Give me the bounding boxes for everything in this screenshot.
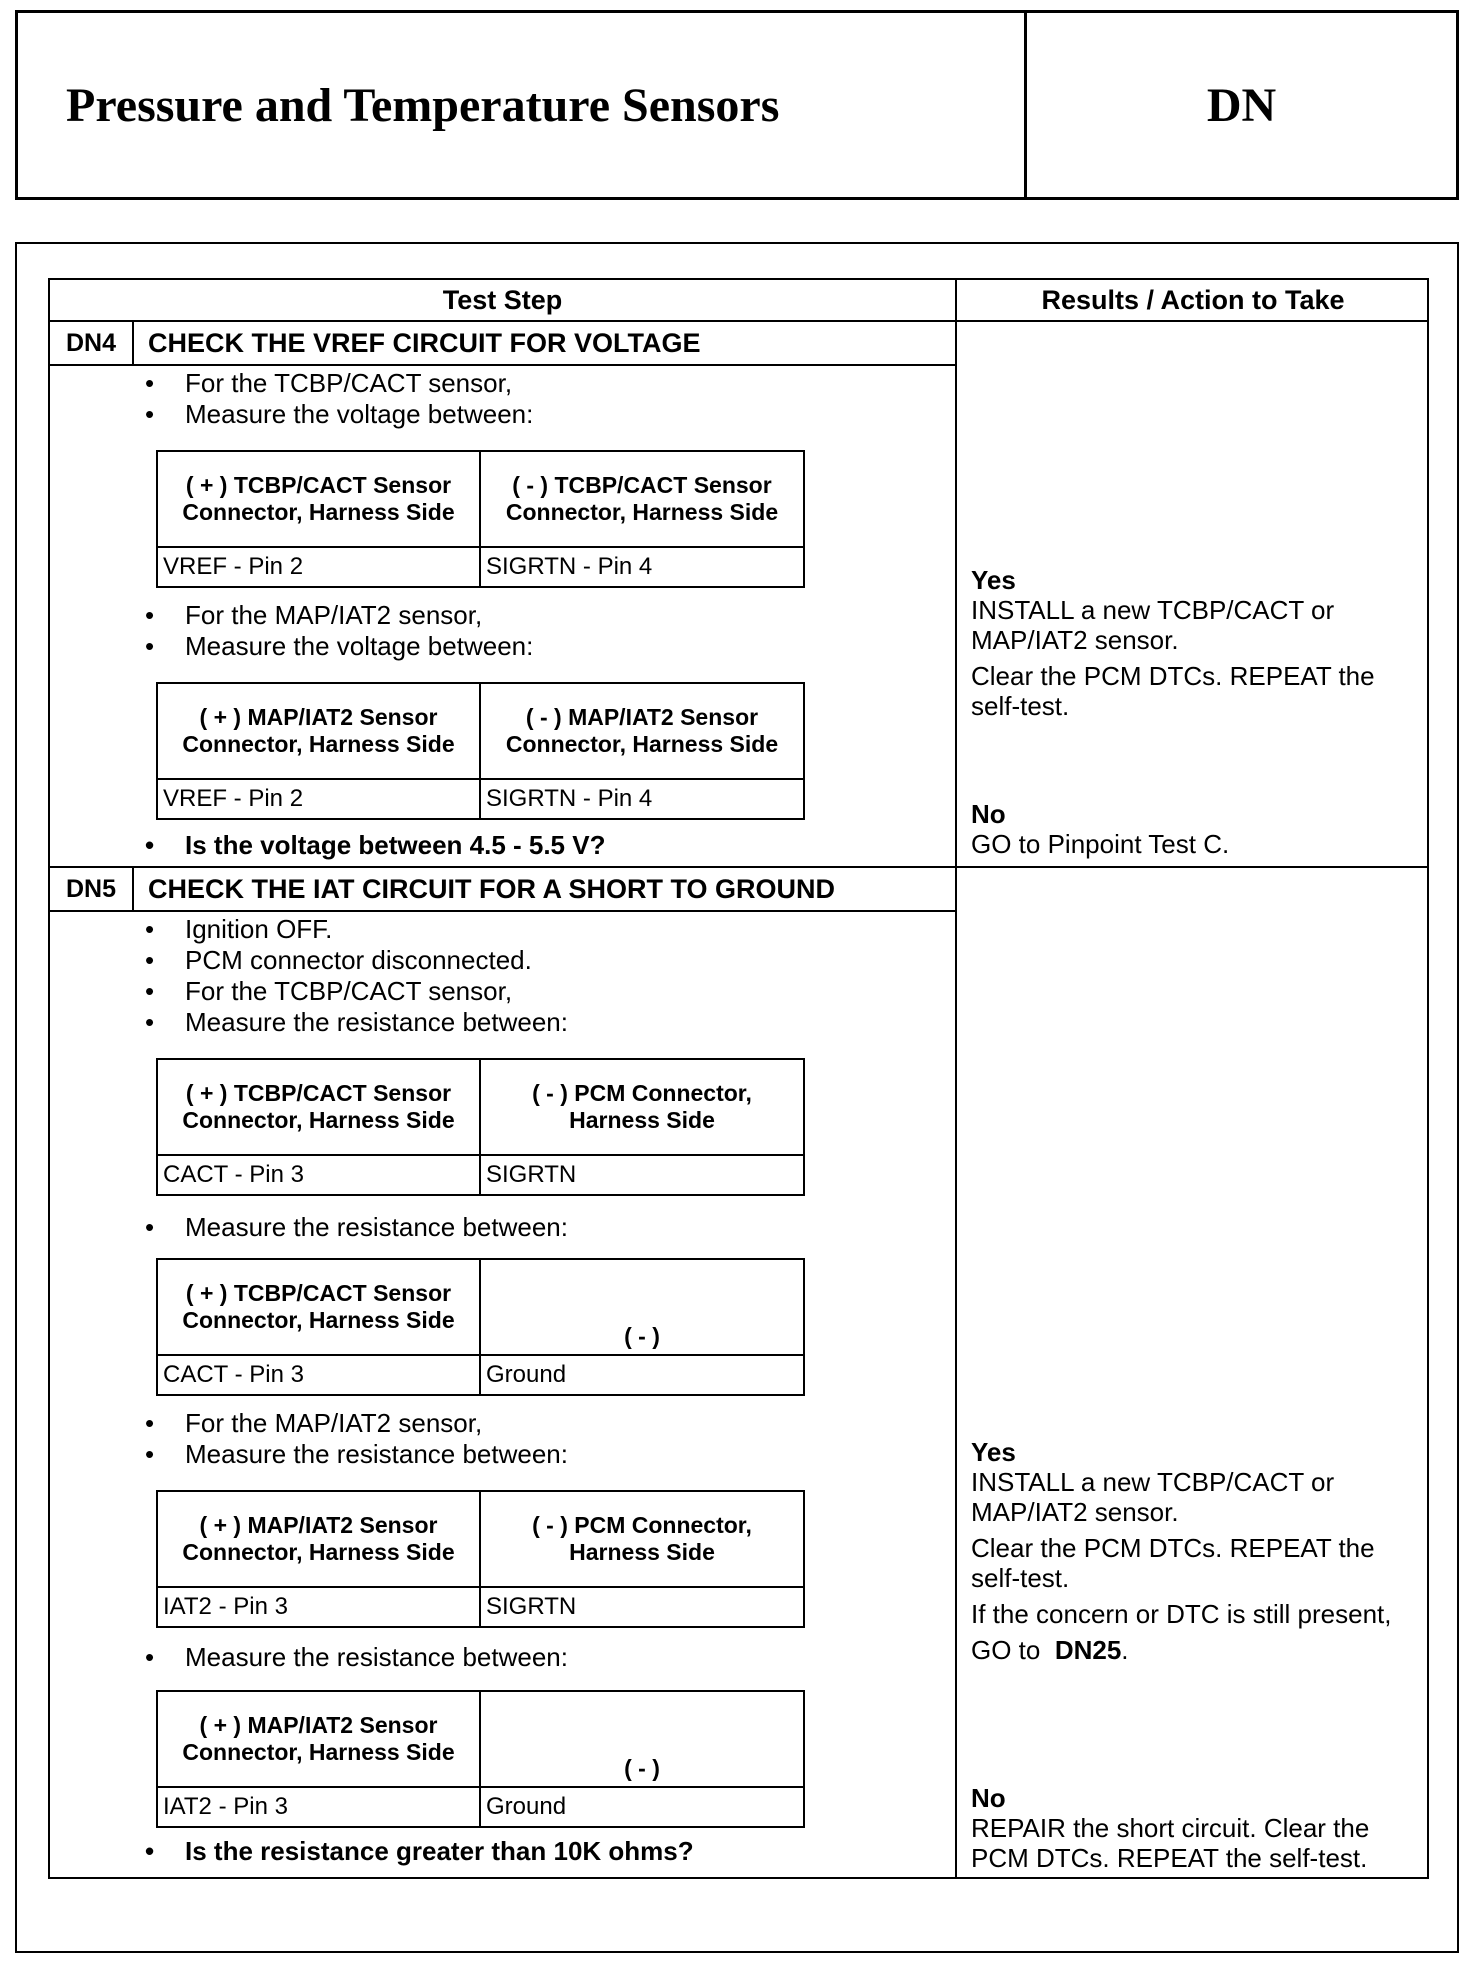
list-item: Measure the resistance between: xyxy=(145,1439,568,1470)
table-cell: VREF - Pin 2 xyxy=(156,778,481,820)
table-header-positive: ( + ) MAP/IAT2 Sensor Connector, Harness… xyxy=(156,1490,481,1588)
header-divider xyxy=(50,320,1427,322)
dn5-measure-table-tcbp-pcm: ( + ) TCBP/CACT Sensor Connector, Harnes… xyxy=(156,1058,805,1196)
list-item: Measure the resistance between: xyxy=(145,1212,568,1243)
list-item: Measure the voltage between: xyxy=(145,631,533,662)
dn4-results-no: No GO to Pinpoint Test C. xyxy=(971,799,1421,865)
table-header-positive: ( + ) TCBP/CACT Sensor Connector, Harnes… xyxy=(156,450,481,548)
yes-action: Clear the PCM DTCs. REPEAT the self-test… xyxy=(971,661,1375,721)
table-cell: VREF - Pin 2 xyxy=(156,546,481,588)
dn5-measure-table-tcbp-ground: ( + ) TCBP/CACT Sensor Connector, Harnes… xyxy=(156,1258,805,1396)
goto-suffix: . xyxy=(1121,1635,1129,1665)
content-frame xyxy=(15,242,1459,1953)
yes-label: Yes xyxy=(971,565,1016,595)
table-cell: CACT - Pin 3 xyxy=(156,1154,481,1196)
list-item: For the TCBP/CACT sensor, xyxy=(145,368,533,399)
yes-action: Clear the PCM DTCs. REPEAT the self-test… xyxy=(971,1533,1375,1593)
dn4-instructions-a: For the TCBP/CACT sensor, Measure the vo… xyxy=(145,368,533,430)
table-cell: SIGRTN xyxy=(479,1154,805,1196)
table-header-negative: ( - ) PCM Connector, Harness Side xyxy=(479,1058,805,1156)
question-text: Is the voltage between 4.5 - 5.5 V? xyxy=(145,830,605,861)
step-id-dn4: DN4 xyxy=(50,322,134,364)
dn5-instructions-a: Ignition OFF. PCM connector disconnected… xyxy=(145,914,568,1038)
list-item: Ignition OFF. xyxy=(145,914,568,945)
step-title-dn4: CHECK THE VREF CIRCUIT FOR VOLTAGE xyxy=(148,327,701,358)
dn4-measure-table-tcbp: ( + ) TCBP/CACT Sensor Connector, Harnes… xyxy=(156,450,805,588)
list-item: Measure the resistance between: xyxy=(145,1007,568,1038)
dn5-instructions-d: Measure the resistance between: xyxy=(145,1642,568,1673)
dn4-question: Is the voltage between 4.5 - 5.5 V? xyxy=(145,830,605,861)
table-header-negative: ( - ) xyxy=(479,1258,805,1356)
step-divider xyxy=(50,866,1427,868)
list-item: For the TCBP/CACT sensor, xyxy=(145,976,568,1007)
dn5-measure-table-map-pcm: ( + ) MAP/IAT2 Sensor Connector, Harness… xyxy=(156,1490,805,1628)
yes-goto: GO to DN25. xyxy=(971,1635,1421,1665)
table-cell: SIGRTN - Pin 4 xyxy=(479,546,805,588)
dn5-results-no: No REPAIR the short circuit. Clear the P… xyxy=(971,1783,1421,1879)
step-title-divider xyxy=(50,364,955,366)
dn4-results: Yes INSTALL a new TCBP/CACT or MAP/IAT2 … xyxy=(971,565,1421,727)
dn5-question: Is the resistance greater than 10K ohms? xyxy=(145,1836,694,1867)
dn5-instructions-b: Measure the resistance between: xyxy=(145,1212,568,1243)
dn5-instructions-c: For the MAP/IAT2 sensor, Measure the res… xyxy=(145,1408,568,1470)
table-header-negative: ( - ) xyxy=(479,1690,805,1788)
table-cell: SIGRTN xyxy=(479,1586,805,1628)
table-header-negative: ( - ) PCM Connector, Harness Side xyxy=(479,1490,805,1588)
table-cell: Ground xyxy=(479,1786,805,1828)
no-label: No xyxy=(971,799,1006,829)
list-item: For the MAP/IAT2 sensor, xyxy=(145,1408,568,1439)
table-header-negative: ( - ) TCBP/CACT Sensor Connector, Harnes… xyxy=(479,450,805,548)
table-header-negative: ( - ) MAP/IAT2 Sensor Connector, Harness… xyxy=(479,682,805,780)
page-title: Pressure and Temperature Sensors xyxy=(18,13,1027,197)
dn5-measure-table-map-ground: ( + ) MAP/IAT2 Sensor Connector, Harness… xyxy=(156,1690,805,1828)
list-item: Measure the voltage between: xyxy=(145,399,533,430)
no-action: GO to Pinpoint Test C. xyxy=(971,829,1230,859)
column-header-results: Results / Action to Take xyxy=(1041,284,1345,315)
table-header-positive: ( + ) TCBP/CACT Sensor Connector, Harnes… xyxy=(156,1058,481,1156)
column-divider xyxy=(955,280,957,1877)
table-cell: CACT - Pin 3 xyxy=(156,1354,481,1396)
yes-label: Yes xyxy=(971,1437,1016,1467)
dn4-measure-table-map: ( + ) MAP/IAT2 Sensor Connector, Harness… xyxy=(156,682,805,820)
yes-action: INSTALL a new TCBP/CACT or MAP/IAT2 sens… xyxy=(971,595,1335,655)
list-item: PCM connector disconnected. xyxy=(145,945,568,976)
goto-target: DN25 xyxy=(1054,1635,1122,1665)
column-header-test-step: Test Step xyxy=(442,284,563,315)
table-header-positive: ( + ) MAP/IAT2 Sensor Connector, Harness… xyxy=(156,1690,481,1788)
step-title-dn5: CHECK THE IAT CIRCUIT FOR A SHORT TO GRO… xyxy=(148,873,835,904)
section-code: DN xyxy=(1206,78,1277,132)
yes-action: INSTALL a new TCBP/CACT or MAP/IAT2 sens… xyxy=(971,1467,1335,1527)
step-title-divider xyxy=(50,910,955,912)
table-header-positive: ( + ) TCBP/CACT Sensor Connector, Harnes… xyxy=(156,1258,481,1356)
no-label: No xyxy=(971,1783,1006,1813)
list-item: For the MAP/IAT2 sensor, xyxy=(145,600,533,631)
table-cell: IAT2 - Pin 3 xyxy=(156,1786,481,1828)
table-cell: Ground xyxy=(479,1354,805,1396)
list-item: Measure the resistance between: xyxy=(145,1642,568,1673)
yes-action: If the concern or DTC is still present, xyxy=(971,1599,1392,1629)
step-id-dn5: DN5 xyxy=(50,868,134,910)
dn4-instructions-b: For the MAP/IAT2 sensor, Measure the vol… xyxy=(145,600,533,662)
dn5-results: Yes INSTALL a new TCBP/CACT or MAP/IAT2 … xyxy=(971,1437,1421,1671)
test-step-table: Test Step Results / Action to Take DN4 C… xyxy=(48,278,1429,1879)
table-cell: IAT2 - Pin 3 xyxy=(156,1586,481,1628)
goto-prefix: GO to xyxy=(971,1635,1041,1665)
table-header-positive: ( + ) MAP/IAT2 Sensor Connector, Harness… xyxy=(156,682,481,780)
page-header: Pressure and Temperature Sensors DN xyxy=(15,10,1459,200)
question-text: Is the resistance greater than 10K ohms? xyxy=(145,1836,694,1867)
no-action: REPAIR the short circuit. Clear the PCM … xyxy=(971,1813,1370,1873)
table-cell: SIGRTN - Pin 4 xyxy=(479,778,805,820)
